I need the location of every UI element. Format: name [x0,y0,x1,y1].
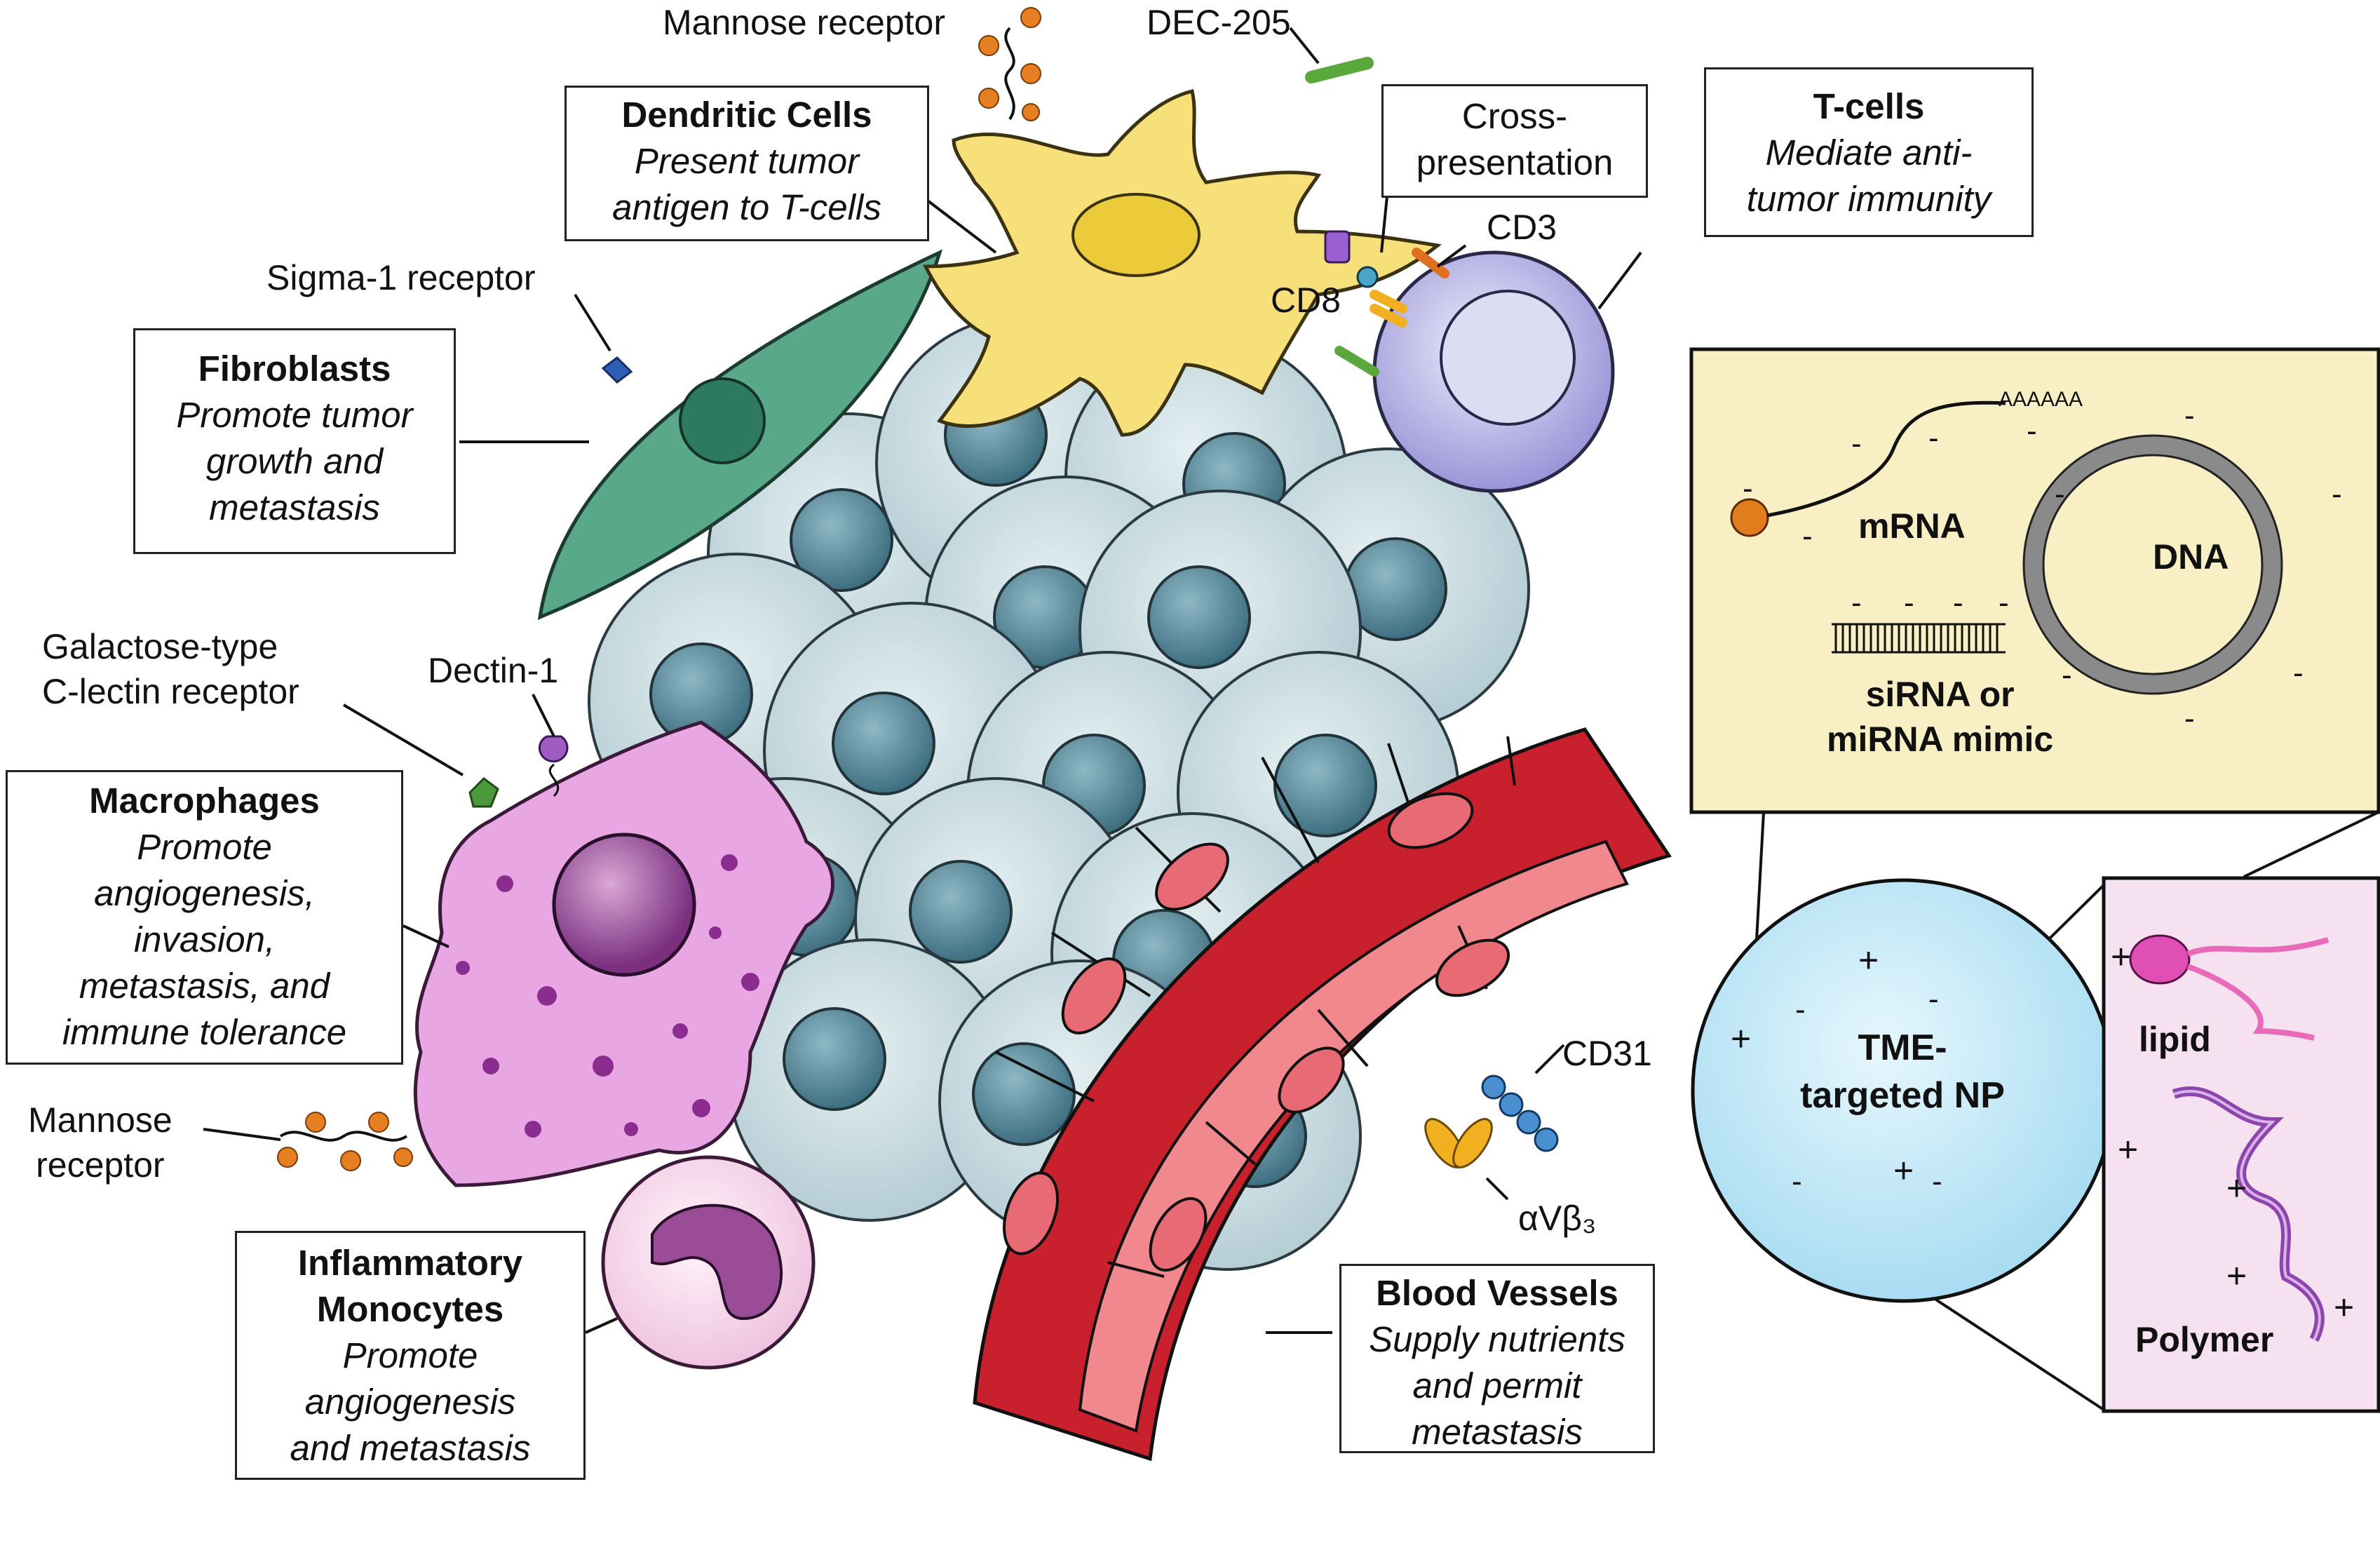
negative-charge-symbol: - [2055,477,2065,511]
dec-205-label: DEC-205 [1147,3,1291,42]
dna-label: DNA [2153,537,2229,577]
dectin-1-receptor-icon [538,735,569,797]
positive-charge-symbol: + [2118,1130,2139,1169]
negative-charge-symbol: - [1953,586,1963,620]
nucleic-acid-cargo-panel [1689,347,2380,814]
negative-charge-symbol: - [1792,1164,1802,1199]
sigma-1-receptor-label: Sigma-1 receptor [266,258,536,297]
t-cell [1372,250,1615,493]
positive-charge-symbol: + [2226,1256,2247,1295]
negative-charge-symbol: - [1928,982,1939,1016]
negative-charge-symbol: - [1928,421,1939,455]
blood-vessel [973,727,1672,1462]
dendritic-cells-box: Dendritic Cells Present tumor antigen to… [564,86,929,241]
endothelial-nuclei [1003,792,1510,1272]
mrna-strand-icon [1766,400,2006,518]
dendritic-cells-title: Dendritic Cells [621,95,872,135]
t-cells-title: T-cells [1813,86,1925,126]
negative-charge-symbol: - [2332,477,2342,511]
np-label: TME- targeted NP [1800,1027,2005,1116]
mannose-receptor-top-label: Mannose receptor [663,3,946,42]
blood-vessels-box: Blood Vessels Supply nutrients and permi… [1339,1264,1655,1453]
negative-charge-symbol: - [1999,586,2009,620]
tumor-cell [728,938,1011,1222]
integrin-label: αVβ₃ [1518,1199,1597,1238]
negative-charge-symbol: - [1851,586,1862,620]
lipid-tail-icon [2186,937,2330,1041]
cross-presentation-box: Cross- presentation [1381,84,1648,198]
lipid-label: lipid [2139,1020,2211,1059]
sirna-label: siRNA or miRNA mimic [1827,675,2054,759]
polymer-label: Polymer [2135,1320,2274,1359]
positive-charge-symbol: + [2226,1168,2247,1208]
fibroblasts-desc: Promote tumor growth and metastasis [176,395,413,527]
cross-presentation-label: Cross- presentation [1416,96,1614,182]
fibroblast-cell [537,249,943,621]
mannose-receptor-top-icon [978,7,1041,121]
negative-charge-symbol: - [1795,992,1806,1027]
plasmid-dna-icon [2024,436,2282,694]
cd3-cd8-receptor-icons [1324,230,1449,377]
positive-charge-symbol: + [1858,941,1879,980]
mannose-receptor-bottom-icon [277,1112,413,1171]
galactose-receptor-icon [468,777,499,808]
np-materials-panel [2102,876,2380,1413]
mrna-label: mRNA [1858,506,1966,546]
dendritic-cell [922,88,1442,437]
negative-charge-symbol: - [2062,658,2072,692]
galactose-receptor-label: Galactose-type C-lectin receptor [42,627,299,711]
negative-charge-symbol: - [1932,1164,1942,1199]
mrna-cap-icon [1730,498,1769,537]
macrophages-desc: Promote angiogenesis, invasion, metastas… [62,827,347,1052]
negative-charge-symbol: - [1904,586,1914,620]
negative-charge-symbol: - [1743,471,1753,506]
t-cells-desc: Mediate anti- tumor immunity [1746,133,1992,219]
macrophage-cell [413,720,834,1187]
lipid-head-icon [2129,934,2191,985]
inflammatory-monocytes-title: Inflammatory Monocytes [297,1243,523,1329]
cd31-receptor-icon [1481,1074,1559,1152]
mannose-receptor-bottom-label: Mannose receptor [28,1100,173,1185]
dectin-1-label: Dectin-1 [428,651,559,690]
negative-charge-symbol: - [1851,426,1862,461]
integrin-receptor-icon [1424,1118,1493,1168]
macrophages-box: Macrophages Promote angiogenesis, invasi… [6,770,403,1065]
poly-a-tail-label: AAAAAA [1999,388,2083,411]
inflammatory-monocyte-cell [601,1155,816,1370]
positive-charge-symbol: + [2334,1288,2355,1327]
negative-charge-symbol: - [2027,414,2037,448]
positive-charge-symbol: + [1731,1019,1752,1058]
fibroblasts-title: Fibroblasts [198,349,391,389]
negative-charge-symbol: - [2184,701,2195,736]
dendritic-cells-desc: Present tumor antigen to T-cells [612,141,881,227]
cd8-label: CD8 [1271,281,1341,320]
positive-charge-symbol: + [1893,1151,1914,1190]
fibroblasts-box: Fibroblasts Promote tumor growth and met… [133,328,456,554]
cd3-label: CD3 [1487,208,1557,247]
cd31-label: CD31 [1562,1034,1652,1073]
dec-205-receptor-icon [1305,57,1374,83]
t-cells-box: T-cells Mediate anti- tumor immunity [1704,67,2034,237]
blood-vessels-desc: Supply nutrients and permit metastasis [1369,1319,1625,1452]
inflammatory-monocytes-box: Inflammatory Monocytes Promote angiogene… [235,1231,586,1480]
leader-lines [203,27,1642,1334]
negative-charge-symbol: - [1802,519,1813,553]
negative-charge-symbol: - [2184,398,2195,433]
inflammatory-monocytes-desc: Promote angiogenesis and metastasis [290,1335,531,1468]
positive-charge-symbol: + [2111,937,2132,976]
macrophages-title: Macrophages [89,781,320,821]
blood-vessels-title: Blood Vessels [1376,1273,1618,1313]
negative-charge-symbol: - [2293,656,2304,690]
